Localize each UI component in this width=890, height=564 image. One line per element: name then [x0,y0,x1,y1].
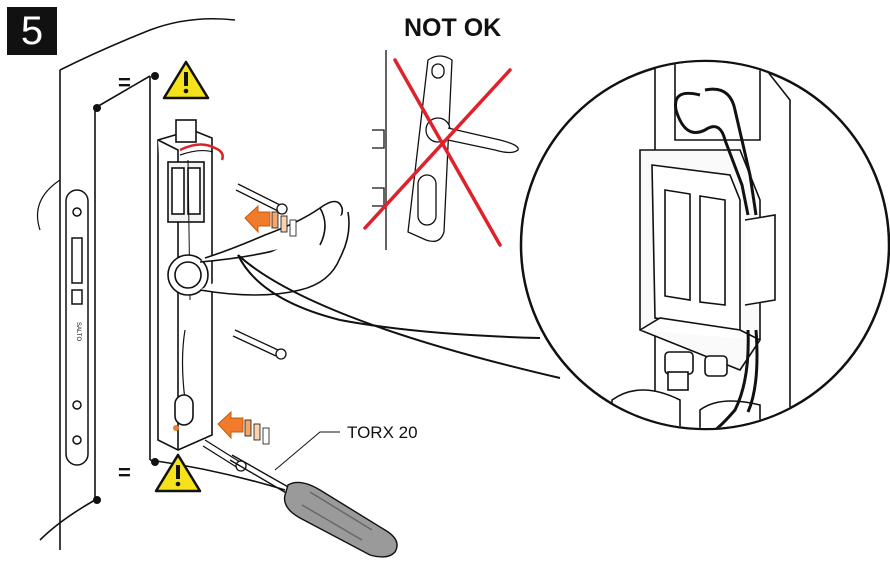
lock-faceplate [65,189,89,466]
door-leaf [36,18,286,550]
screw-upper [235,183,288,215]
door-mark-dot [93,104,101,112]
red-wire [179,143,224,161]
screw-point [173,425,179,431]
tool-leader [274,431,340,471]
arrow-icon [217,410,270,445]
door-handle [167,200,350,296]
wire-loop [674,87,759,428]
faceplate-brand: SALTO [75,322,81,341]
not-ok-label: NOT OK [404,14,502,42]
door-mark-top: = [118,70,131,95]
screwdriver [229,454,398,558]
screw-lower [232,329,287,360]
door-mark-dot [93,496,101,504]
step-number-badge: 5 [7,7,57,55]
zoom-connector [237,254,561,379]
zoom-connector [237,254,541,339]
warning-icon [154,453,202,493]
arrow-icon [244,204,297,237]
door-mark-dot [151,458,159,466]
cross-icon [363,58,512,247]
torx-tool-label: TORX 20 [347,423,418,442]
door-mark-bottom: = [118,460,131,485]
warning-icon [162,60,210,100]
not-ok-illustration [372,50,519,250]
door-mark-dot [151,72,159,80]
